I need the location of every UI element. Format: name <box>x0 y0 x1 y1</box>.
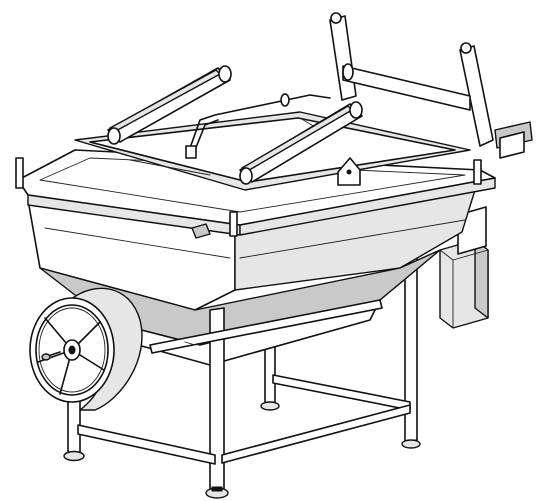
upper-frame <box>329 12 533 159</box>
cylinders <box>107 65 363 185</box>
center-bracket <box>337 157 361 186</box>
bracing <box>149 299 383 354</box>
motor-housing <box>439 206 489 329</box>
handwheel-assembly <box>29 287 143 411</box>
